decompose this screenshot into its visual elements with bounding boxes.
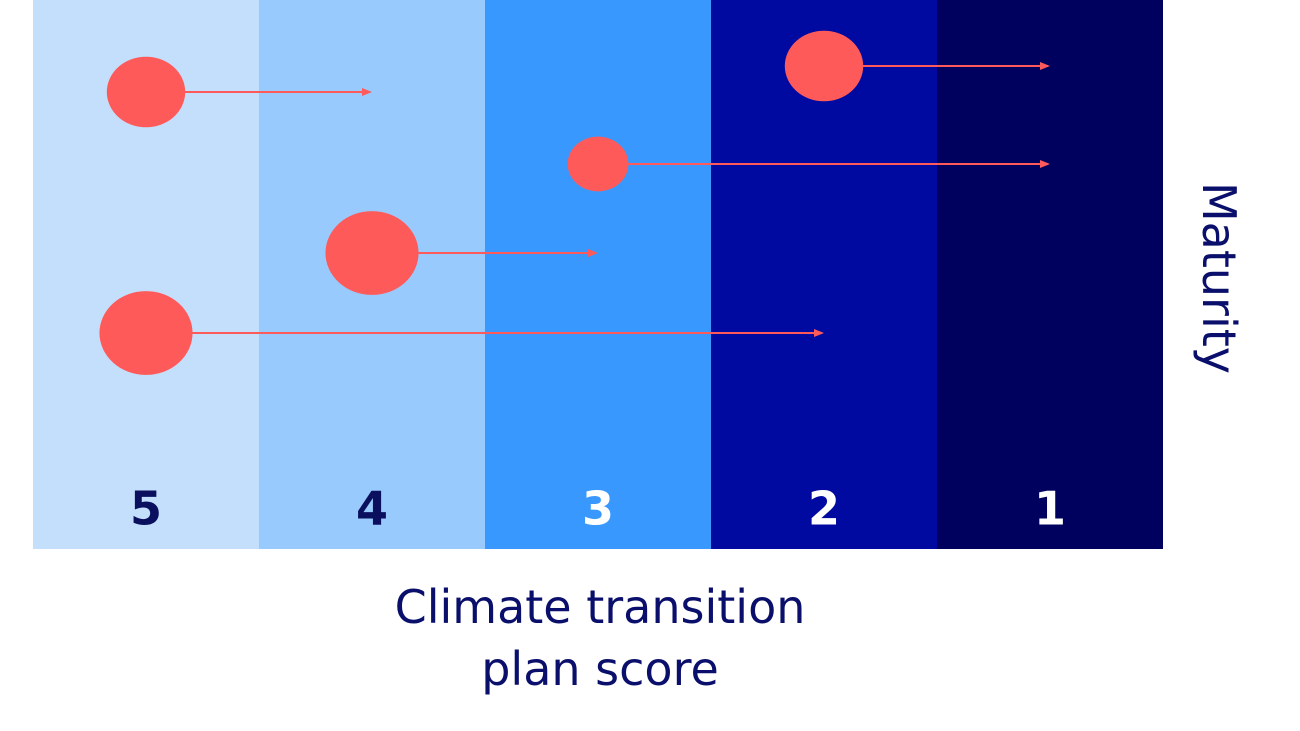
score-label-2: 2 bbox=[808, 482, 840, 536]
company-bubble bbox=[99, 291, 193, 375]
score-band-1 bbox=[937, 0, 1163, 549]
company-bubble bbox=[106, 56, 186, 128]
x-axis-label-line1: Climate transition bbox=[394, 580, 806, 634]
movement-arrow-1 bbox=[106, 56, 372, 128]
arrow-head bbox=[1040, 160, 1050, 168]
x-axis-label-line2: plan score bbox=[481, 642, 719, 696]
score-band-3 bbox=[485, 0, 711, 549]
arrow-head bbox=[1040, 62, 1050, 70]
company-bubble bbox=[325, 211, 419, 295]
score-bands: 5 4 3 2 1 bbox=[33, 0, 1163, 549]
movement-arrow-5 bbox=[99, 291, 824, 375]
company-bubble bbox=[784, 30, 864, 102]
movement-arrow-2 bbox=[784, 30, 1050, 102]
y-axis-label: Maturity bbox=[1192, 181, 1246, 375]
x-axis-label: Climate transition plan score bbox=[300, 576, 900, 700]
score-label-4: 4 bbox=[356, 482, 388, 536]
score-label-3: 3 bbox=[582, 482, 614, 536]
score-label-5: 5 bbox=[130, 482, 162, 536]
score-label-1: 1 bbox=[1034, 482, 1066, 536]
movement-arrow-4 bbox=[325, 211, 598, 295]
arrow-head bbox=[814, 329, 824, 337]
arrow-head bbox=[588, 249, 598, 257]
company-bubble bbox=[567, 136, 629, 192]
movement-arrows bbox=[99, 30, 1050, 375]
movement-arrow-3 bbox=[567, 136, 1050, 192]
arrow-head bbox=[362, 88, 372, 96]
